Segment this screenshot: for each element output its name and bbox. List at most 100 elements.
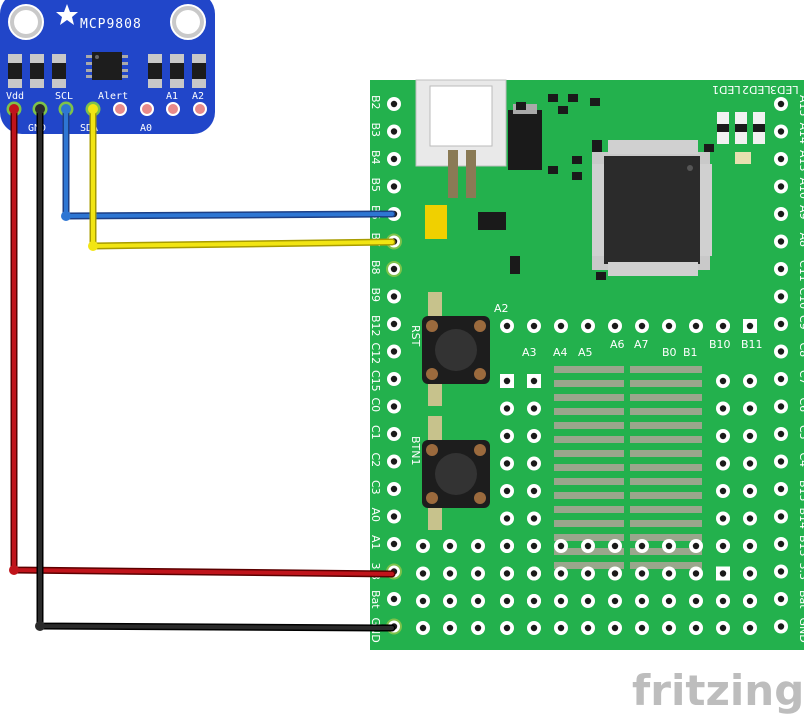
right-pin-column[interactable]	[774, 97, 788, 634]
proto-bottom-hole[interactable]	[581, 566, 595, 581]
mcp-pin-a2[interactable]	[193, 102, 207, 116]
proto-bottom-hole[interactable]	[581, 621, 595, 635]
left-pin-10[interactable]	[387, 344, 401, 359]
proto-top-hole-10[interactable]	[743, 319, 757, 333]
proto-bottom-hole[interactable]	[416, 566, 430, 581]
left-pin-4[interactable]	[387, 179, 401, 194]
left-pin-1[interactable]	[387, 97, 401, 111]
left-pin-17[interactable]	[387, 537, 401, 551]
proto-bottom-hole[interactable]	[443, 539, 457, 553]
proto-bottom-hole[interactable]	[608, 566, 622, 581]
proto-bottom-hole[interactable]	[471, 566, 485, 581]
proto-bottom-hole[interactable]	[662, 566, 676, 581]
right-pin-9[interactable]	[774, 317, 788, 331]
proto-bottom-hole[interactable]	[608, 621, 622, 635]
proto-bottom-hole[interactable]	[689, 621, 703, 635]
proto-bottom-hole[interactable]	[471, 621, 485, 635]
right-pin-11[interactable]	[774, 372, 788, 386]
left-pin-7[interactable]	[386, 261, 402, 277]
right-pin-20[interactable]	[774, 619, 788, 634]
proto-bottom-hole[interactable]	[689, 539, 703, 553]
proto-bottom-hole[interactable]	[554, 621, 568, 635]
left-pin-11[interactable]	[387, 372, 401, 386]
mcp-pin-a1[interactable]	[166, 102, 180, 116]
proto-bottom-hole[interactable]	[635, 621, 649, 635]
proto-bottom-hole[interactable]	[743, 621, 757, 635]
proto-top-hole-5[interactable]	[608, 319, 622, 333]
mcp-pin-a0[interactable]	[140, 102, 154, 116]
proto-mid-hole[interactable]	[500, 484, 514, 498]
proto-bottom-hole[interactable]	[581, 594, 595, 608]
proto-mid-hole[interactable]	[500, 429, 514, 443]
proto-holes[interactable]	[416, 319, 757, 635]
right-pin-13[interactable]	[774, 427, 788, 441]
proto-bottom-hole[interactable]	[471, 594, 485, 608]
right-pin-12[interactable]	[774, 399, 788, 414]
btn1-button[interactable]	[422, 416, 490, 530]
proto-mid-hole[interactable]	[527, 401, 541, 416]
proto-right-hole[interactable]	[716, 456, 730, 471]
proto-bottom-hole[interactable]	[662, 594, 676, 608]
right-pin-2[interactable]	[774, 124, 788, 139]
proto-right-hole[interactable]	[743, 374, 757, 388]
vdd-wire[interactable]	[10, 105, 396, 578]
left-pin-19[interactable]	[387, 592, 401, 606]
right-pin-7[interactable]	[774, 262, 788, 276]
proto-right-hole[interactable]	[716, 511, 730, 526]
proto-bottom-hole[interactable]	[608, 594, 622, 608]
right-pin-4[interactable]	[774, 179, 788, 194]
proto-right-hole[interactable]	[743, 456, 757, 471]
proto-bottom-hole[interactable]	[716, 539, 730, 553]
proto-bottom-hole[interactable]	[662, 539, 676, 553]
proto-mid-hole[interactable]	[527, 484, 541, 498]
proto-bottom-hole[interactable]	[443, 566, 457, 581]
right-pin-17[interactable]	[774, 537, 788, 551]
proto-bottom-hole[interactable]	[554, 594, 568, 608]
proto-bottom-hole[interactable]	[527, 566, 541, 581]
proto-mid-hole[interactable]	[500, 456, 514, 471]
proto-bottom-hole[interactable]	[743, 539, 757, 553]
proto-bottom-hole[interactable]	[635, 566, 649, 581]
proto-mid-hole[interactable]	[527, 429, 541, 443]
right-pin-8[interactable]	[774, 289, 788, 304]
proto-mid-hole[interactable]	[527, 511, 541, 526]
proto-bottom-hole[interactable]	[500, 566, 514, 581]
proto-bottom-hole[interactable]	[527, 539, 541, 553]
right-pin-15[interactable]	[774, 482, 788, 496]
proto-bottom-hole[interactable]	[443, 594, 457, 608]
proto-bottom-hole[interactable]	[635, 594, 649, 608]
mcp9808-breakout[interactable]: MCP9808 Vdd GND SCL SDA Alert A1 A2 A0	[0, 0, 215, 134]
left-pin-column[interactable]	[386, 97, 402, 635]
proto-bottom-hole[interactable]	[554, 539, 568, 553]
left-pin-15[interactable]	[387, 482, 401, 496]
left-pin-16[interactable]	[387, 509, 401, 524]
proto-bottom-hole[interactable]	[500, 621, 514, 635]
proto-right-hole[interactable]	[716, 374, 730, 388]
proto-bottom-hole[interactable]	[416, 594, 430, 608]
proto-right-hole[interactable]	[716, 429, 730, 443]
proto-top-hole-8[interactable]	[689, 319, 703, 333]
proto-right-hole[interactable]	[743, 484, 757, 498]
proto-bottom-hole[interactable]	[716, 566, 730, 581]
proto-bottom-hole[interactable]	[743, 594, 757, 608]
proto-bottom-hole[interactable]	[443, 621, 457, 635]
proto-bottom-hole[interactable]	[635, 539, 649, 553]
proto-right-hole[interactable]	[716, 484, 730, 498]
right-pin-18[interactable]	[774, 564, 788, 579]
right-pin-1[interactable]	[774, 97, 788, 111]
right-pin-16[interactable]	[774, 509, 788, 524]
proto-right-hole[interactable]	[716, 401, 730, 416]
proto-bottom-hole[interactable]	[416, 621, 430, 635]
proto-right-hole[interactable]	[743, 401, 757, 416]
proto-mid-hole[interactable]	[527, 456, 541, 471]
proto-top-hole-4[interactable]	[581, 319, 595, 333]
proto-bottom-hole[interactable]	[500, 539, 514, 553]
proto-bottom-hole[interactable]	[527, 594, 541, 608]
proto-bottom-hole[interactable]	[662, 621, 676, 635]
right-pin-14[interactable]	[774, 454, 788, 469]
mcp-pin-alert[interactable]	[113, 102, 127, 116]
proto-bottom-hole[interactable]	[608, 539, 622, 553]
proto-bottom-hole[interactable]	[500, 594, 514, 608]
proto-bottom-hole[interactable]	[581, 539, 595, 553]
left-pin-9[interactable]	[387, 317, 401, 331]
